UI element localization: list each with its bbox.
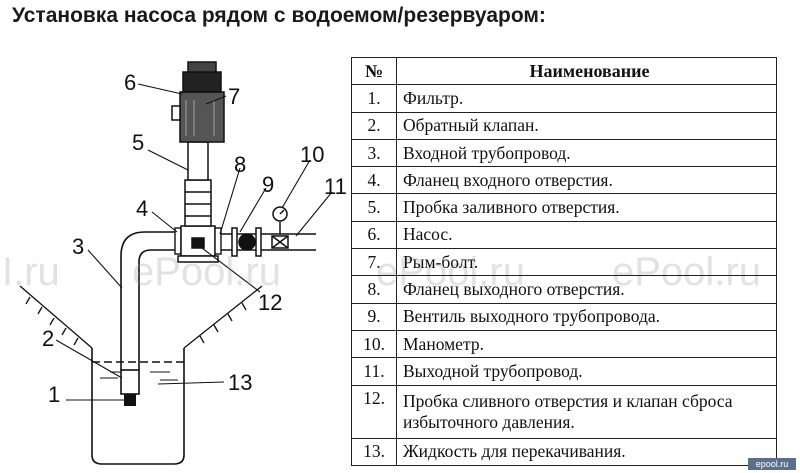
callout-7: 7	[228, 84, 240, 109]
watermark: I.ru	[2, 250, 60, 294]
page-title: Установка насоса рядом с водоемом/резерв…	[12, 4, 546, 27]
table-row: 3.Входной трубопровод.	[351, 138, 777, 168]
header-name: Наименование	[396, 56, 777, 86]
pressure-gauge	[272, 206, 288, 234]
row-name: Фланец выходного отверстия.	[396, 275, 777, 304]
callout-11: 11	[324, 174, 347, 199]
row-num: 11.	[351, 357, 397, 386]
legend-table: № Наименование 1.Фильтр. 2.Обратный клап…	[351, 56, 777, 466]
check-valve	[120, 369, 140, 395]
row-num: 1.	[351, 84, 397, 113]
row-name: Пробка сливного отверстия и клапан сброс…	[396, 384, 777, 439]
callout-12: 12	[258, 290, 282, 315]
pump	[177, 141, 219, 263]
row-num: 7.	[351, 248, 397, 277]
reservoir	[91, 348, 185, 465]
row-num: 6.	[351, 220, 397, 250]
table-row: 7.Рым-болт.	[351, 248, 777, 277]
table-row: 2.Обратный клапан.	[351, 111, 777, 140]
table-row: 9.Вентиль выходного трубопровода.	[351, 302, 777, 331]
row-name: Выходной трубопровод.	[396, 357, 777, 386]
row-name: Входной трубопровод.	[396, 138, 777, 168]
row-name: Жидкость для перекачивания.	[396, 437, 777, 466]
callout-9: 9	[262, 172, 274, 197]
row-num: 5.	[351, 193, 397, 222]
row-num: 13.	[351, 437, 397, 466]
callout-3: 3	[72, 234, 84, 259]
table-row: 10.Манометр.	[351, 329, 777, 359]
legend-header-row: № Наименование	[351, 56, 777, 86]
filter	[124, 394, 136, 406]
outlet-valve	[231, 227, 262, 257]
outlet-line-marker	[271, 235, 289, 249]
row-num: 2.	[351, 111, 397, 140]
callout-4: 4	[136, 196, 148, 221]
watermark: ePool.ru	[132, 250, 281, 294]
row-name: Фильтр.	[396, 84, 777, 113]
callout-6: 6	[124, 70, 136, 95]
table-row: 12.Пробка сливного отверстия и клапан сб…	[351, 384, 777, 439]
row-num: 4.	[351, 166, 397, 195]
row-name: Насос.	[396, 220, 777, 250]
inlet-pipe	[120, 231, 175, 370]
row-name: Фланец входного отверстия.	[396, 166, 777, 195]
row-num: 12.	[351, 384, 397, 439]
callout-10: 10	[300, 142, 324, 167]
outlet-flange	[214, 227, 222, 255]
table-row: 5.Пробка заливного отверстия.	[351, 193, 777, 222]
row-num: 8.	[351, 275, 397, 304]
row-name: Обратный клапан.	[396, 111, 777, 140]
row-name: Манометр.	[396, 329, 777, 359]
table-row: 6.Насос.	[351, 220, 777, 250]
row-name: Рым-болт.	[396, 248, 777, 277]
callout-1: 1	[48, 382, 60, 407]
table-row: 8.Фланец выходного отверстия.	[351, 275, 777, 304]
row-num: 3.	[351, 138, 397, 168]
callout-2: 2	[42, 326, 54, 351]
ground-slope	[19, 285, 263, 349]
table-row: 1.Фильтр.	[351, 84, 777, 113]
row-name: Пробка заливного отверстия.	[396, 193, 777, 222]
table-row: 4.Фланец входного отверстия.	[351, 166, 777, 195]
callout-5: 5	[132, 130, 144, 155]
site-badge: epool.ru	[748, 458, 796, 470]
callout-8: 8	[234, 152, 246, 177]
row-name: Вентиль выходного трубопровода.	[396, 302, 777, 331]
callout-13: 13	[228, 370, 252, 395]
leader-lines	[55, 83, 333, 401]
table-row: 11.Выходной трубопровод.	[351, 357, 777, 386]
motor	[171, 61, 225, 143]
row-num: 9.	[351, 302, 397, 331]
row-num: 10.	[351, 329, 397, 359]
header-num: №	[351, 56, 397, 86]
table-row: 13.Жидкость для перекачивания.	[351, 437, 777, 466]
